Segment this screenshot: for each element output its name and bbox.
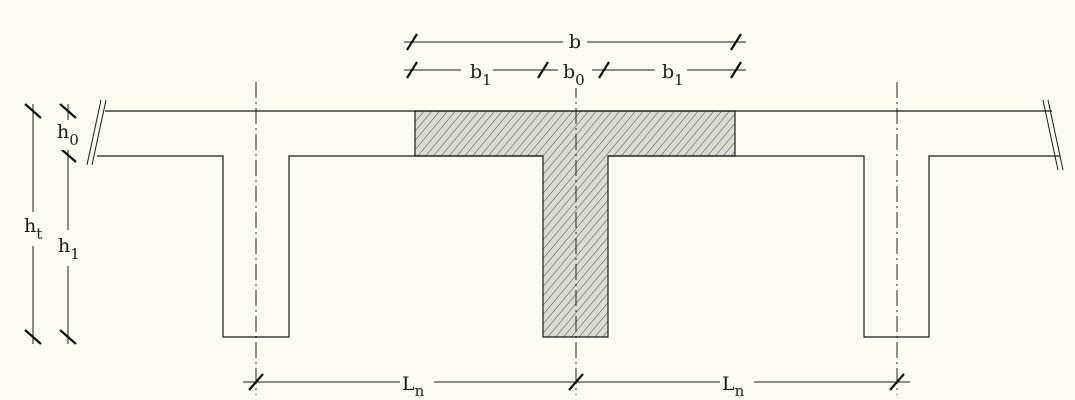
dimension-label-h1: h <box>58 235 70 257</box>
dimension-ln: Ln Ln <box>243 370 910 400</box>
svg-text:b: b <box>569 31 581 53</box>
dimension-h0-h1: h0 h1 <box>55 103 84 345</box>
dimension-label-ht: h <box>24 215 36 237</box>
t-section-hatched <box>414 110 736 338</box>
svg-text:b1: b1 <box>662 61 684 89</box>
svg-text:h0: h0 <box>57 121 79 149</box>
svg-text:b1: b1 <box>470 61 492 89</box>
dimension-label-h0: h <box>57 121 69 143</box>
dimension-b: b <box>404 30 746 53</box>
dimension-b1-b0-b1: b1 b0 b1 <box>404 58 746 89</box>
svg-text:Ln: Ln <box>402 373 425 400</box>
break-mark-left <box>86 99 107 166</box>
dimension-label-ln-right: L <box>722 373 735 395</box>
dimension-label-b0: b <box>563 61 575 83</box>
dimension-label-b1-left: b <box>470 61 482 83</box>
break-mark-right <box>1042 99 1064 171</box>
dimension-label-b1-right: b <box>662 61 674 83</box>
svg-text:Ln: Ln <box>722 373 745 400</box>
svg-text:ht: ht <box>24 215 42 243</box>
dimension-label-ln-left: L <box>402 373 415 395</box>
svg-text:b0: b0 <box>563 61 585 89</box>
svg-text:h1: h1 <box>58 235 80 263</box>
dimension-ht: ht <box>22 103 48 345</box>
dimension-label-b: b <box>569 31 581 53</box>
